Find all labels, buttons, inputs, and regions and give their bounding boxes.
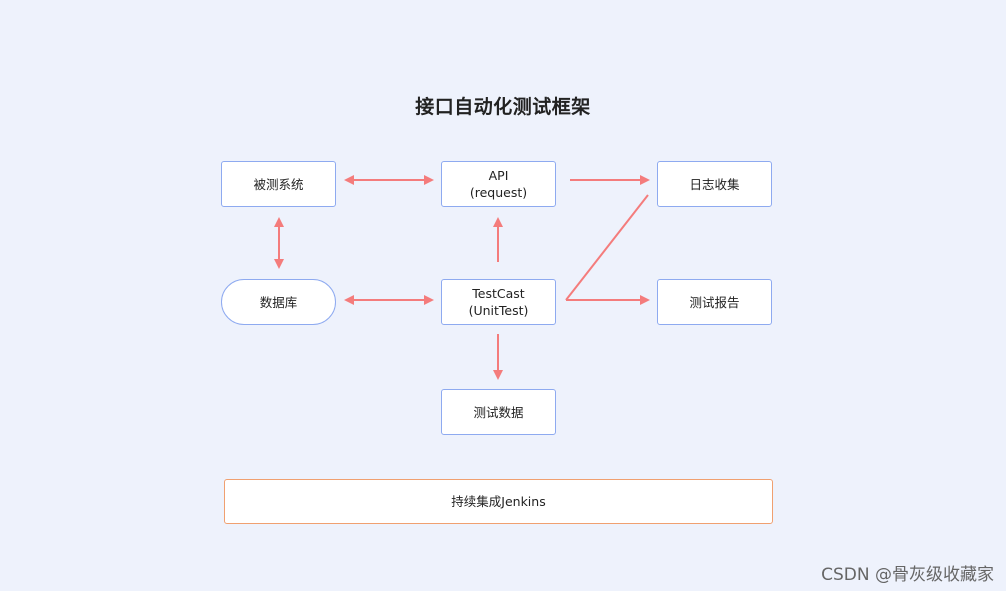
node-label: 日志收集	[689, 176, 740, 192]
arrow-testcast-log	[565, 194, 649, 301]
node-ci-jenkins: 持续集成Jenkins	[224, 479, 773, 524]
node-test-data: 测试数据	[441, 389, 556, 435]
node-system-under-test: 被测系统	[221, 161, 336, 207]
node-label-line1: TestCast	[472, 286, 525, 301]
node-label-line2: (UnitTest)	[468, 303, 529, 318]
node-label: 测试数据	[473, 404, 524, 420]
node-api: API (request)	[441, 161, 556, 207]
node-label: 持续集成Jenkins	[451, 494, 546, 509]
watermark: CSDN @骨灰级收藏家	[821, 565, 994, 585]
node-label: 数据库	[259, 294, 298, 310]
node-test-report: 测试报告	[657, 279, 772, 325]
node-testcast: TestCast (UnitTest)	[441, 279, 556, 325]
node-log-collect: 日志收集	[657, 161, 772, 207]
node-database: 数据库	[221, 279, 336, 325]
node-label-line1: API	[488, 168, 509, 183]
node-label: 被测系统	[253, 176, 304, 192]
node-label-line2: (request)	[469, 185, 528, 200]
diagram-title: 接口自动化测试框架	[415, 96, 591, 118]
node-label: 测试报告	[689, 294, 740, 310]
